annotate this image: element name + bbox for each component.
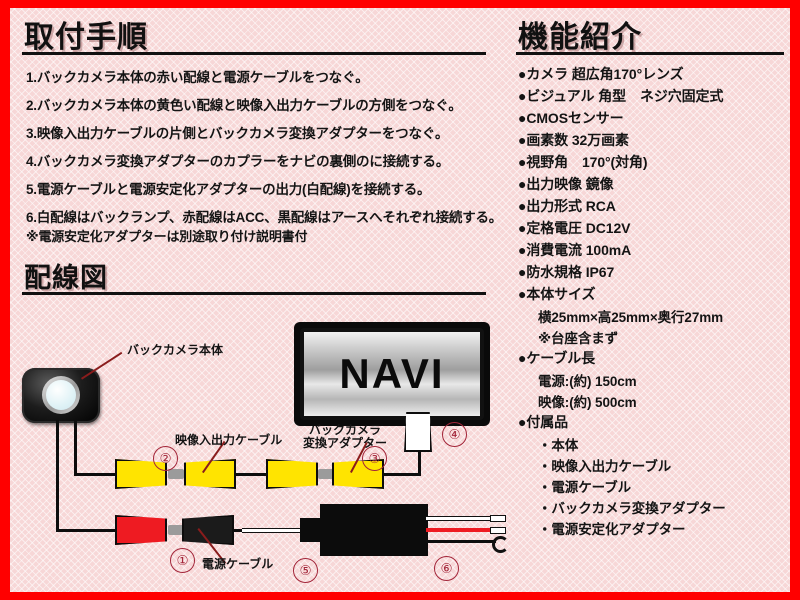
camera-power-plug <box>115 515 167 545</box>
navi-coupler <box>404 412 432 452</box>
output-wire-black <box>426 540 496 543</box>
video-connector-link-1 <box>168 469 184 479</box>
wire-camera-video-horizontal <box>74 473 118 476</box>
callout-label-video-cable: 映像入出力ケーブル <box>175 433 283 447</box>
poster-canvas: 取付手順 1.バックカメラ本体の赤い配線と電源ケーブルをつなぐ。 2.バックカメ… <box>10 8 790 592</box>
wire-camera-power-horizontal <box>56 529 118 532</box>
feature-spec-item: ●カメラ 超広角170°レンズ <box>518 66 684 82</box>
callout-label-camera: バックカメラ本体 <box>127 343 224 357</box>
page-title-features: 機能紹介 <box>518 21 642 54</box>
camera-lens <box>46 380 76 410</box>
page-title-wiring-diagram: 配線図 <box>24 263 108 293</box>
diagram-number-3: ③ <box>362 446 387 471</box>
install-step-4: 4.バックカメラ変換アダプターのカプラーをナビの裏側のに接続する。 <box>26 154 450 169</box>
feature-spec-item: ●視野角 170°(対角) <box>518 154 648 170</box>
wire-camera-video-vertical <box>74 420 77 476</box>
feature-spec-item: ・電源ケーブル <box>538 480 631 495</box>
wire-video-cable <box>235 473 294 476</box>
feature-spec-item: ●防水規格 IP67 <box>518 264 615 280</box>
install-step-2: 2.バックカメラ本体の黄色い配線と映像入出力ケーブルの方側をつなぐ。 <box>26 98 462 113</box>
install-step-1: 1.バックカメラ本体の赤い配線と電源ケーブルをつなぐ。 <box>26 70 369 85</box>
install-step-3: 3.映像入出力ケーブルの片側とバックカメラ変換アダプターをつなぐ。 <box>26 126 449 141</box>
feature-spec-item: ●本体サイズ <box>518 286 596 302</box>
diagram-number-5: ⑤ <box>293 558 318 583</box>
feature-spec-item: 映像:(約) 500cm <box>538 395 637 410</box>
feature-spec-item: ●画素数 32万画素 <box>518 132 629 148</box>
install-step-6: 6.白配線はバックランプ、赤配線はACC、黒配線はアースへそれぞれ接続する。 <box>26 210 503 225</box>
page-title-install-steps: 取付手順 <box>24 21 148 54</box>
divider-features <box>516 52 784 55</box>
power-stabilizer-left-plug <box>300 518 322 542</box>
feature-spec-item: ●ケーブル長 <box>518 350 596 366</box>
callout-line-camera <box>81 351 123 380</box>
install-step-5: 5.電源ケーブルと電源安定化アダプターの出力(白配線)を接続する。 <box>26 182 431 197</box>
output-ring-terminal-earth <box>492 536 509 553</box>
power-cable-white-run <box>242 528 304 533</box>
diagram-number-6: ⑥ <box>434 556 459 581</box>
callout-label-conversion-adapter-line2: 変換アダプター <box>303 436 388 451</box>
divider-install-steps <box>22 52 486 55</box>
navi-label: NAVI <box>339 350 445 397</box>
output-wire-red <box>426 528 506 532</box>
diagram-number-1: ① <box>170 548 195 573</box>
feature-spec-item: ●消費電流 100mA <box>518 242 632 258</box>
feature-spec-item: 電源:(約) 150cm <box>538 374 637 389</box>
diagram-number-4: ④ <box>442 422 467 447</box>
output-terminal-red <box>490 527 506 534</box>
install-note: ※電源安定化アダプターは別途取り付け説明書付 <box>26 229 308 244</box>
divider-wiring-diagram <box>22 292 486 295</box>
output-wire-white <box>426 516 506 521</box>
video-connector-link-2 <box>318 469 334 479</box>
feature-spec-item: ●付属品 <box>518 414 569 430</box>
navi-head-unit: NAVI <box>294 322 490 426</box>
feature-spec-item: ・バックカメラ変換アダプター <box>538 501 726 516</box>
callout-label-power-cable: 電源ケーブル <box>202 557 274 571</box>
feature-spec-item: ・電源安定化アダプター <box>538 522 686 537</box>
feature-spec-item: ●CMOSセンサー <box>518 110 624 126</box>
wire-adapter-to-coupler <box>382 473 420 476</box>
wire-camera-power-vertical <box>56 420 59 532</box>
feature-spec-item: ●ビジュアル 角型 ネジ穴固定式 <box>518 88 724 104</box>
power-connector-link <box>168 525 184 535</box>
feature-spec-item: ※台座含まず <box>538 331 619 346</box>
callout-label-conversion-adapter-line1: バックカメラ <box>309 423 382 437</box>
feature-spec-item: ・映像入出力ケーブル <box>538 459 672 474</box>
wire-power-cable-lead <box>232 529 246 532</box>
video-cable-plug-right <box>266 459 318 489</box>
feature-spec-item: 横25mm×高25mm×奥行27mm <box>538 310 724 325</box>
navi-bezel: NAVI <box>300 328 484 420</box>
wire-coupler-vertical <box>418 446 421 476</box>
power-stabilizer-body <box>320 504 428 556</box>
callout-label-conversion-adapter: バックカメラ 変換アダプター <box>303 423 388 451</box>
output-terminal-white <box>490 515 506 522</box>
feature-spec-item: ●出力映像 鏡像 <box>518 176 614 192</box>
back-camera-body <box>22 368 100 423</box>
feature-spec-item: ●定格電圧 DC12V <box>518 220 631 236</box>
feature-spec-item: ●出力形式 RCA <box>518 198 616 214</box>
feature-spec-item: ・本体 <box>538 438 579 453</box>
diagram-number-2: ② <box>153 446 178 471</box>
wiring-diagram: バックカメラ本体 NAVI <box>10 300 790 592</box>
